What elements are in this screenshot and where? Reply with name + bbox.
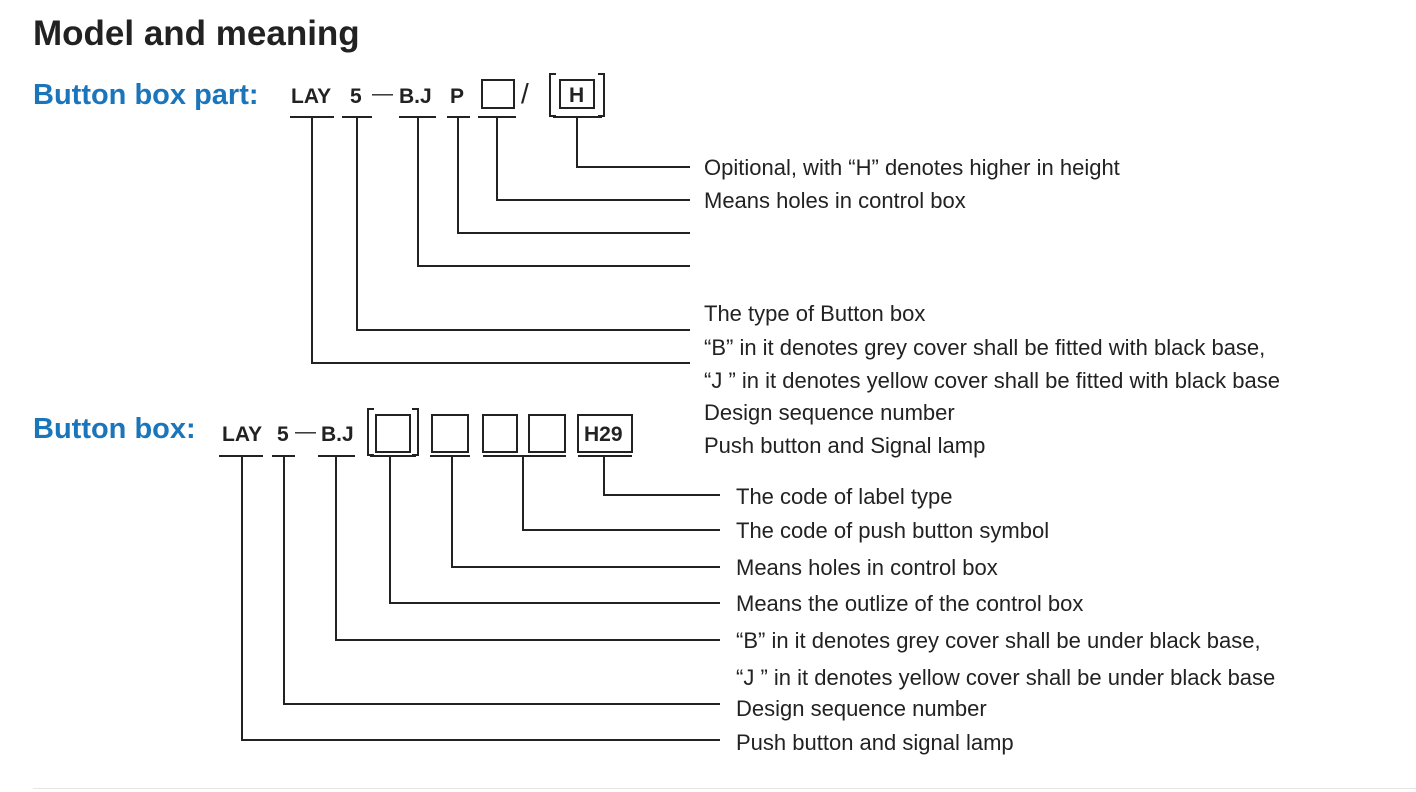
part-slash: /	[521, 78, 529, 109]
box-code-bj: B.J	[321, 423, 354, 446]
part-desc-holes: Means holes in control box	[704, 188, 966, 213]
box-desc-push-button: Push button and signal lamp	[736, 730, 1014, 755]
part-code-lay: LAY	[291, 85, 332, 108]
box-h29-code-box	[577, 414, 633, 453]
part-empty-code-box	[481, 79, 515, 109]
part-desc-sequence: Design sequence number	[704, 400, 955, 425]
box-desc-holes: Means holes in control box	[736, 555, 998, 580]
box-holes-code-box	[431, 414, 469, 453]
part-desc-push-button: Push button and Signal lamp	[704, 433, 986, 458]
part-desc-j-cover: “J ” in it denotes yellow cover shall be…	[704, 368, 1280, 393]
part-desc-b-cover: “B” in it denotes grey cover shall be fi…	[704, 335, 1266, 360]
part-h-bracket-left	[549, 73, 556, 117]
box-code-5: 5	[277, 423, 289, 446]
box-outline-code-box	[375, 414, 411, 453]
part-h-code-box	[559, 79, 595, 109]
box-desc-sequence: Design sequence number	[736, 696, 987, 721]
button-box-label: Button box:	[33, 413, 196, 445]
footer-divider	[33, 788, 1416, 789]
part-code-h: H	[569, 84, 585, 107]
box-symbol-code-box-2	[528, 414, 566, 453]
part-h-bracket-right	[598, 73, 605, 117]
part-code-5: 5	[350, 85, 362, 108]
box-desc-b-cover: “B” in it denotes grey cover shall be un…	[736, 628, 1261, 653]
box-desc-outline: Means the outlize of the control box	[736, 591, 1084, 616]
button-box-part-label: Button box part:	[33, 79, 259, 111]
part-code-bj: B.J	[399, 85, 432, 108]
page-title: Model and meaning	[33, 14, 360, 53]
part-desc-height: Opitional, with “H” denotes higher in he…	[704, 155, 1120, 180]
box-symbol-code-box-1	[482, 414, 518, 453]
part-dash: —	[372, 82, 393, 105]
part-code-p: P	[450, 85, 465, 108]
box-desc-j-cover: “J ” in it denotes yellow cover shall be…	[736, 665, 1276, 690]
box-code-h29: H29	[584, 423, 623, 446]
box-dash: —	[295, 420, 316, 443]
box-code-lay: LAY	[222, 423, 263, 446]
box-desc-button-symbol: The code of push button symbol	[736, 518, 1050, 543]
part-desc-type: The type of Button box	[704, 301, 926, 326]
box-desc-label-type: The code of label type	[736, 484, 953, 509]
